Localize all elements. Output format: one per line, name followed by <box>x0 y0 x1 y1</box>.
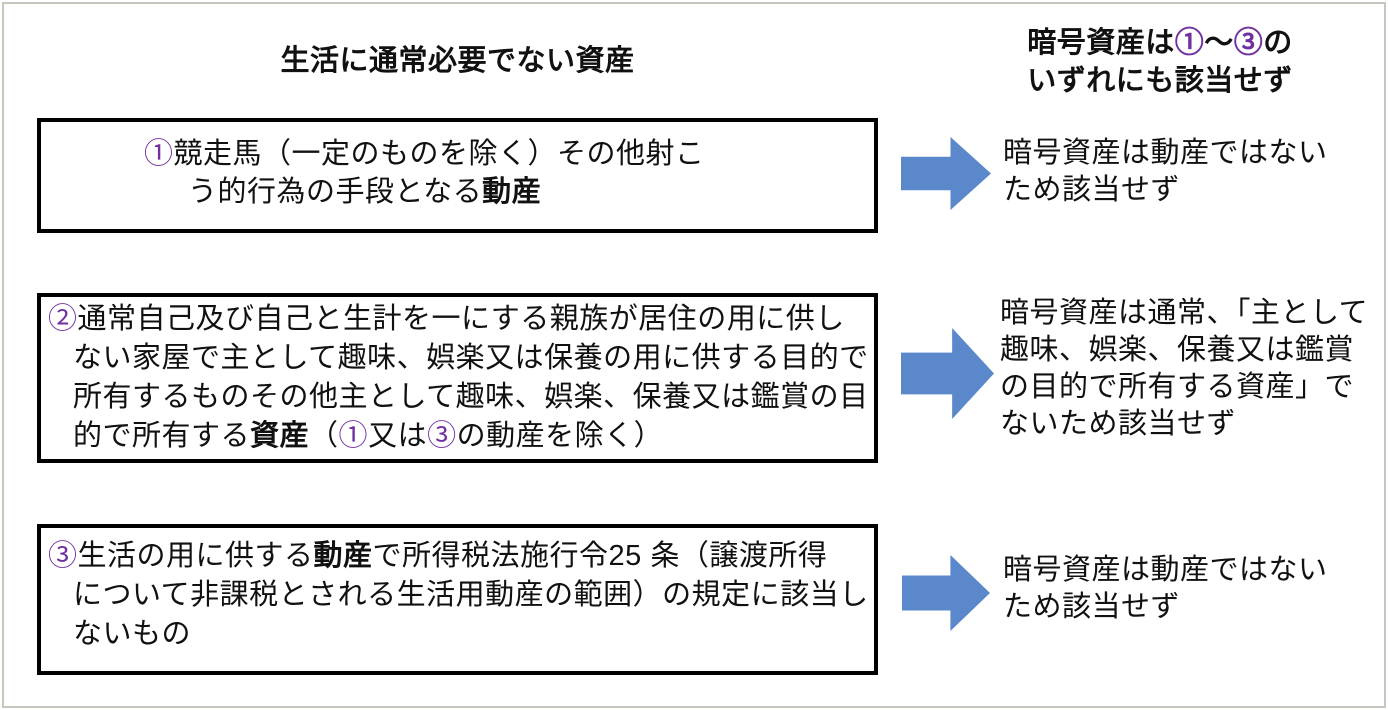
text-line: 所有するものその他主として趣味、娯楽、保養又は鑑賞の目 <box>41 378 874 417</box>
text-segment: の動産を除く） <box>456 420 664 452</box>
text-segment: 暗号資産は <box>1027 27 1175 59</box>
circled-number: ③ <box>48 540 78 572</box>
crypto-result-text-1: 暗号資産は動産ではないため該当せず <box>1003 135 1383 209</box>
crypto-result-text-2: 暗号資産は通常、「主として趣味、娯楽、保養又は鑑賞の目的で所有する資産」でないた… <box>1000 295 1384 443</box>
text-segment: 競走馬（一定のものを除く）その他射こ <box>173 138 705 170</box>
right-arrow-icon <box>901 328 994 419</box>
text-line: ないもの <box>41 615 874 654</box>
text-segment: 暗号資産は動産ではない <box>1003 554 1328 586</box>
text-line: について非課税とされる生活用動産の範囲）の規定に該当し <box>41 576 874 615</box>
asset-category-box-1: ①競走馬（一定のものを除く）その他射こう的行為の手段となる動産 <box>37 118 878 233</box>
text-line: う的行為の手段となる動産 <box>41 173 874 211</box>
circled-number: ① <box>338 420 369 452</box>
text-segment: ないもの <box>73 618 192 650</box>
text-segment: ～ <box>1204 27 1234 59</box>
text-segment: 的で所有する <box>73 420 251 452</box>
text-line: 暗号資産は通常、「主として <box>1000 295 1384 332</box>
circled-number: ③ <box>1233 27 1264 59</box>
text-segment: ないため該当せず <box>1000 408 1237 440</box>
text-line: 的で所有する資産（①又は③の動産を除く） <box>41 417 874 456</box>
text-segment: について非課税とされる生活用動産の範囲）の規定に該当し <box>73 579 869 611</box>
left-column-title: 生活に通常必要でない資産 <box>37 42 878 80</box>
text-segment: 暗号資産は通常、「主として <box>1000 297 1369 329</box>
circled-number: ① <box>144 138 174 170</box>
text-line: いずれにも該当せず <box>950 62 1370 100</box>
text-segment: 趣味、娯楽、保養又は鑑賞 <box>1000 334 1355 366</box>
asset-category-box-2: ②通常自己及び自己と生計を一にする親族が居住の用に供しない家屋で主として趣味、娯… <box>37 293 878 463</box>
text-segment: ため該当せず <box>1003 174 1181 206</box>
right-arrow-icon <box>901 137 991 210</box>
text-segment: う的行為の手段となる <box>188 176 483 208</box>
text-line: ③生活の用に供する動産で所得税法施行令25 条（譲渡所得 <box>41 537 874 576</box>
text-segment: 通常自己及び自己と生計を一にする親族が居住の用に供し <box>77 303 845 335</box>
text-segment: で所得税法施行令25 条（譲渡所得 <box>372 540 828 572</box>
text-line: 趣味、娯楽、保養又は鑑賞 <box>1000 332 1384 369</box>
text-segment: 動産 <box>482 176 542 208</box>
circled-number: ① <box>1174 27 1205 59</box>
text-segment: 動産 <box>313 540 373 572</box>
asset-category-box-3: ③生活の用に供する動産で所得税法施行令25 条（譲渡所得について非課税とされる生… <box>37 524 878 675</box>
text-line: の目的で所有する資産」で <box>1000 369 1384 406</box>
text-line: ない家屋で主として趣味、娯楽又は保養の用に供する目的で <box>41 339 874 378</box>
text-segment: （ <box>309 420 339 452</box>
text-segment: 所有するものその他主として趣味、娯楽、保養又は鑑賞の目 <box>73 381 869 413</box>
text-line: ため該当せず <box>1003 172 1383 209</box>
text-segment: 生活に通常必要でない資産 <box>280 45 635 77</box>
text-segment: の目的で所有する資産」で <box>1000 371 1355 403</box>
text-line: ないため該当せず <box>1000 406 1384 443</box>
text-segment: ため該当せず <box>1003 591 1181 623</box>
text-line: ため該当せず <box>1003 589 1383 626</box>
text-line: 生活に通常必要でない資産 <box>37 42 878 80</box>
right-column-title: 暗号資産は①～③のいずれにも該当せず <box>950 24 1370 100</box>
text-segment: の <box>1263 27 1293 59</box>
text-segment: 暗号資産は動産ではない <box>1003 137 1328 169</box>
text-segment: いずれにも該当せず <box>1027 65 1293 97</box>
text-line: 暗号資産は動産ではない <box>1003 552 1383 589</box>
text-line: 暗号資産は動産ではない <box>1003 135 1383 172</box>
text-segment: 生活の用に供する <box>77 540 314 572</box>
text-line: ①競走馬（一定のものを除く）その他射こ <box>41 135 874 173</box>
circled-number: ② <box>48 303 78 335</box>
right-arrow-icon <box>902 555 990 631</box>
text-line: ②通常自己及び自己と生計を一にする親族が居住の用に供し <box>41 300 874 339</box>
text-segment: 又は <box>368 420 428 452</box>
crypto-result-text-3: 暗号資産は動産ではないため該当せず <box>1003 552 1383 626</box>
text-line: 暗号資産は①～③の <box>950 24 1370 62</box>
circled-number: ③ <box>427 420 457 452</box>
text-segment: 資産 <box>250 420 310 452</box>
text-segment: ない家屋で主として趣味、娯楽又は保養の用に供する目的で <box>73 342 869 374</box>
